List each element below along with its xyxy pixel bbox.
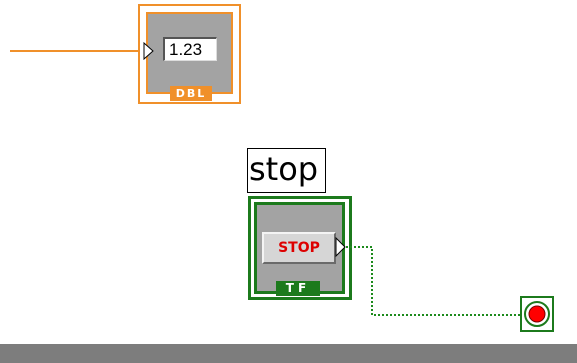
numeric-wire[interactable] bbox=[10, 50, 138, 52]
output-arrow-icon bbox=[335, 237, 346, 257]
loop-border-bottom bbox=[0, 344, 577, 363]
dbl-value-display: 1.23 bbox=[163, 37, 217, 61]
stop-label[interactable]: stop bbox=[247, 148, 326, 193]
boolean-wire[interactable] bbox=[346, 240, 526, 320]
input-arrow-icon bbox=[143, 42, 154, 60]
stop-condition-icon[interactable] bbox=[520, 296, 554, 332]
tf-type-tag: TF bbox=[276, 281, 320, 296]
stop-button[interactable]: STOP bbox=[262, 232, 336, 264]
dbl-type-tag: DBL bbox=[170, 86, 212, 101]
